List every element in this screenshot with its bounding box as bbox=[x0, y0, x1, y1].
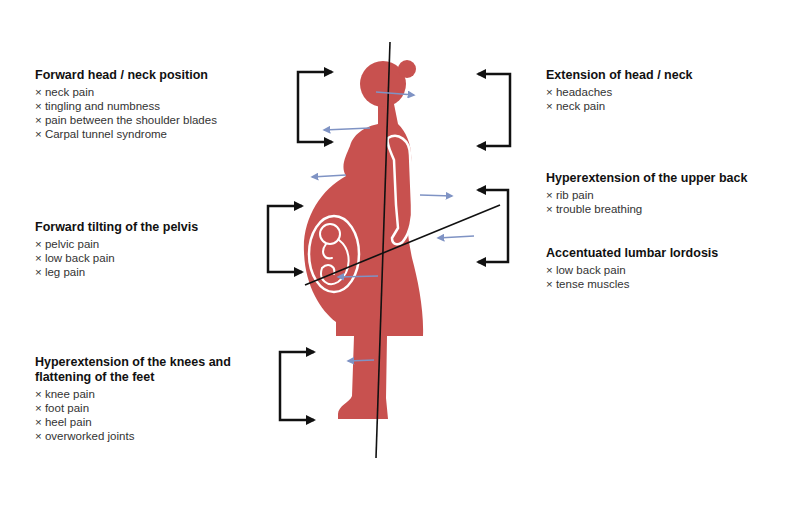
bracket bbox=[280, 352, 314, 420]
posture-heading: Hyperextension of the upper back bbox=[546, 171, 747, 186]
symptom-item: × pelvic pain bbox=[35, 237, 198, 251]
alignment-lines bbox=[305, 42, 500, 458]
posture-heading: Hyperextension of the knees and flatteni… bbox=[35, 355, 273, 385]
bracket bbox=[478, 190, 508, 262]
symptom-item: × knee pain bbox=[35, 387, 273, 401]
symptom-group: Accentuated lumbar lordosis × low back pa… bbox=[546, 246, 718, 291]
silhouette bbox=[304, 60, 423, 419]
shift-arrow bbox=[438, 236, 474, 238]
plumb-line bbox=[376, 42, 390, 458]
brackets bbox=[268, 72, 510, 420]
symptom-item: × low back pain bbox=[35, 251, 198, 265]
fetus-head bbox=[320, 224, 340, 244]
shift-arrow bbox=[376, 92, 414, 95]
symptom-item: × neck pain bbox=[546, 99, 693, 113]
bracket bbox=[478, 74, 510, 146]
symptom-item: × neck pain bbox=[35, 85, 217, 99]
arm bbox=[387, 136, 412, 244]
bracket bbox=[298, 72, 332, 142]
symptom-item: × foot pain bbox=[35, 401, 273, 415]
symptom-item: × rib pain bbox=[546, 188, 747, 202]
symptom-item: × pain between the shoulder blades bbox=[35, 113, 217, 127]
symptom-item: × leg pain bbox=[35, 265, 198, 279]
symptom-group: Hyperextension of the knees and flatteni… bbox=[35, 355, 273, 443]
shift-arrow bbox=[312, 175, 346, 177]
symptom-item: × low back pain bbox=[546, 263, 718, 277]
shift-arrow bbox=[420, 195, 452, 196]
symptom-group: Forward head / neck position× neck pain×… bbox=[35, 68, 217, 141]
symptom-item: × tense muscles bbox=[546, 277, 718, 291]
symptom-item: × Carpal tunnel syndrome bbox=[35, 127, 217, 141]
hair-bun bbox=[398, 60, 416, 78]
shift-arrow bbox=[324, 128, 370, 130]
posture-heading: Forward head / neck position bbox=[35, 68, 217, 83]
symptom-group: Hyperextension of the upper back × rib pa… bbox=[546, 171, 747, 216]
symptom-item: × overworked joints bbox=[35, 429, 273, 443]
shift-arrow bbox=[348, 360, 374, 361]
posture-heading: Extension of head / neck bbox=[546, 68, 693, 83]
symptom-group: Extension of head / neck × headaches× nec… bbox=[546, 68, 693, 113]
pelvis-axis bbox=[305, 205, 500, 285]
bracket bbox=[268, 206, 302, 272]
symptom-item: × tingling and numbness bbox=[35, 99, 217, 113]
symptom-item: × headaches bbox=[546, 85, 693, 99]
shift-arrows bbox=[312, 92, 474, 361]
symptom-group: Forward tilting of the pelvis × pelvic pa… bbox=[35, 220, 198, 279]
symptom-item: × heel pain bbox=[35, 415, 273, 429]
posture-heading: Forward tilting of the pelvis bbox=[35, 220, 198, 235]
shift-arrow bbox=[338, 276, 378, 277]
symptom-item: × trouble breathing bbox=[546, 202, 747, 216]
posture-heading: Accentuated lumbar lordosis bbox=[546, 246, 718, 261]
